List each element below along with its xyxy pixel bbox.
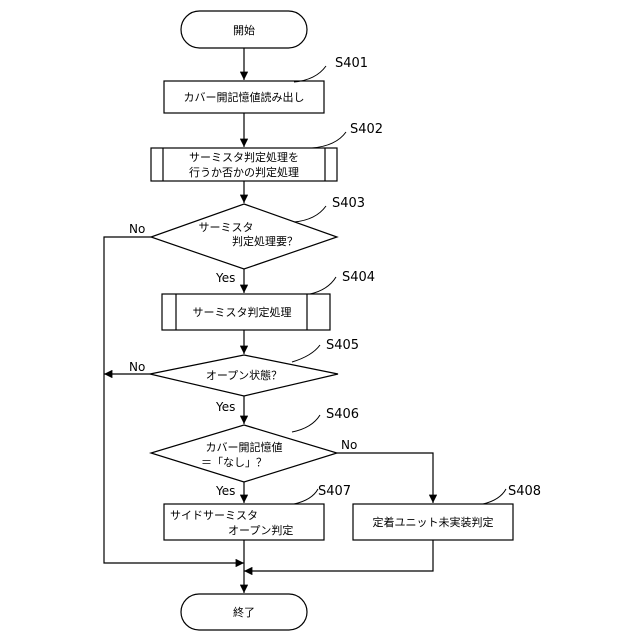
leader-s408: [483, 489, 506, 504]
s406-no-label: No: [341, 438, 357, 452]
decision-s406: カバー開記憶値 ＝「なし」？: [151, 425, 337, 482]
s407-line2: オープン判定: [228, 523, 293, 537]
s403-no-label: No: [129, 222, 145, 236]
s405-no-label: No: [129, 360, 145, 374]
s407-line1: サイドサーミスタ: [170, 509, 258, 522]
path-s408-to-merge: [244, 540, 433, 571]
step-id-s405: S405: [326, 338, 359, 353]
s403-yes-label: Yes: [215, 271, 235, 285]
predefined-process-s404: サーミスタ判定処理: [162, 294, 330, 330]
step-id-s403: S403: [332, 196, 365, 211]
leader-s403: [294, 206, 326, 222]
start-terminal: 開始: [181, 11, 307, 48]
s402-line1: サーミスタ判定処理を: [189, 150, 299, 164]
leader-s401: [294, 66, 326, 82]
process-s401: カバー開記憶値読み出し: [164, 81, 324, 113]
s406-line1: カバー開記憶値: [206, 440, 283, 454]
leader-s402: [312, 132, 346, 148]
decision-s405: オープン状態？: [150, 355, 338, 396]
s405-yes-label: Yes: [215, 400, 235, 414]
leader-s405: [292, 345, 320, 362]
leader-s407: [294, 489, 318, 504]
leader-s404: [310, 277, 336, 294]
predefined-process-s402: サーミスタ判定処理を 行うか否かの判定処理: [151, 148, 337, 181]
step-id-s407: S407: [318, 484, 351, 499]
step-id-s402: S402: [350, 122, 383, 137]
s406-line2: ＝「なし」？: [201, 456, 267, 469]
end-label: 終了: [233, 605, 255, 619]
decision-s403: サーミスタ 判定処理要？: [151, 204, 337, 269]
step-id-s406: S406: [326, 407, 359, 422]
step-id-s404: S404: [342, 270, 375, 285]
s408-label: 定着ユニット未実装判定: [373, 515, 494, 529]
start-label: 開始: [233, 23, 255, 37]
s405-label: オープン状態？: [206, 368, 282, 382]
s406-yes-label: Yes: [215, 484, 235, 498]
s404-label: サーミスタ判定処理: [193, 305, 292, 319]
path-s406-no: [337, 453, 433, 503]
s403-line1: サーミスタ: [199, 221, 254, 234]
s401-label: カバー開記憶値読み出し: [184, 90, 305, 104]
step-id-s401: S401: [335, 56, 368, 71]
s402-line2: 行うか否かの判定処理: [189, 165, 299, 179]
s403-line2: 判定処理要？: [232, 234, 298, 248]
leader-s406: [292, 415, 320, 432]
end-terminal: 終了: [181, 594, 307, 630]
process-s407: サイドサーミスタ オープン判定: [164, 504, 324, 540]
process-s408: 定着ユニット未実装判定: [353, 504, 513, 540]
step-id-s408: S408: [508, 484, 541, 499]
